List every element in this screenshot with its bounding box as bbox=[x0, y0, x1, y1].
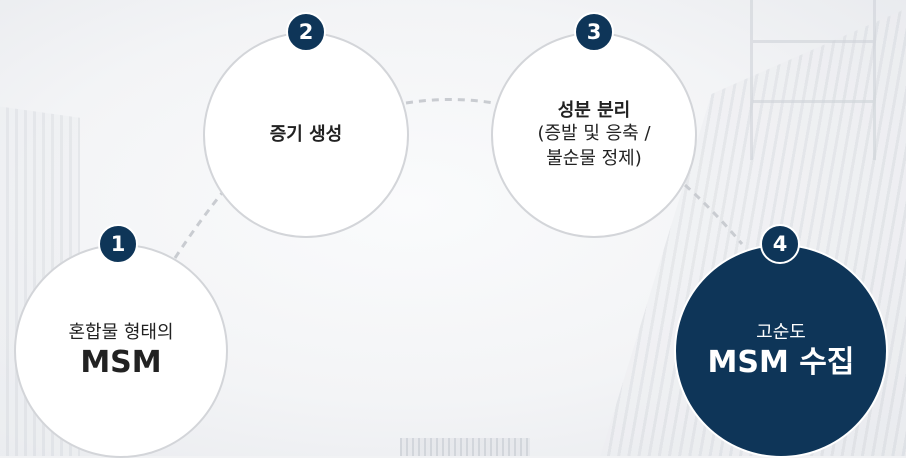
step-1-main-text: MSM bbox=[80, 344, 162, 380]
step-2-title: 증기 생성 bbox=[269, 124, 343, 146]
step-3-number-badge: 3 bbox=[574, 12, 614, 52]
step-2-number-badge: 2 bbox=[286, 12, 326, 52]
step-3-line-2: 불순물 정제) bbox=[546, 147, 642, 169]
step-3-circle: 성분 분리 (증발 및 응축 / 불순물 정제) bbox=[491, 32, 697, 238]
connector-1-2 bbox=[173, 187, 228, 259]
step-3-line-1: (증발 및 응축 / bbox=[537, 123, 651, 145]
step-1-top-text: 혼합물 형태의 bbox=[68, 321, 174, 343]
background-cylinder bbox=[400, 438, 530, 456]
step-4-top-text: 고순도 bbox=[756, 321, 806, 343]
step-1-circle: 혼합물 형태의 MSM bbox=[14, 244, 228, 458]
step-4-main-text: MSM 수집 bbox=[707, 344, 855, 380]
step-3-title: 성분 분리 bbox=[557, 100, 631, 121]
connector-3-4 bbox=[683, 183, 744, 245]
step-2-circle: 증기 생성 bbox=[203, 32, 409, 238]
step-4-circle: 고순도 MSM 수집 bbox=[674, 244, 888, 458]
background-structure bbox=[750, 0, 876, 160]
connector-2-3 bbox=[405, 98, 495, 105]
step-4-number-badge: 4 bbox=[760, 224, 800, 264]
step-1-number-badge: 1 bbox=[98, 224, 138, 264]
